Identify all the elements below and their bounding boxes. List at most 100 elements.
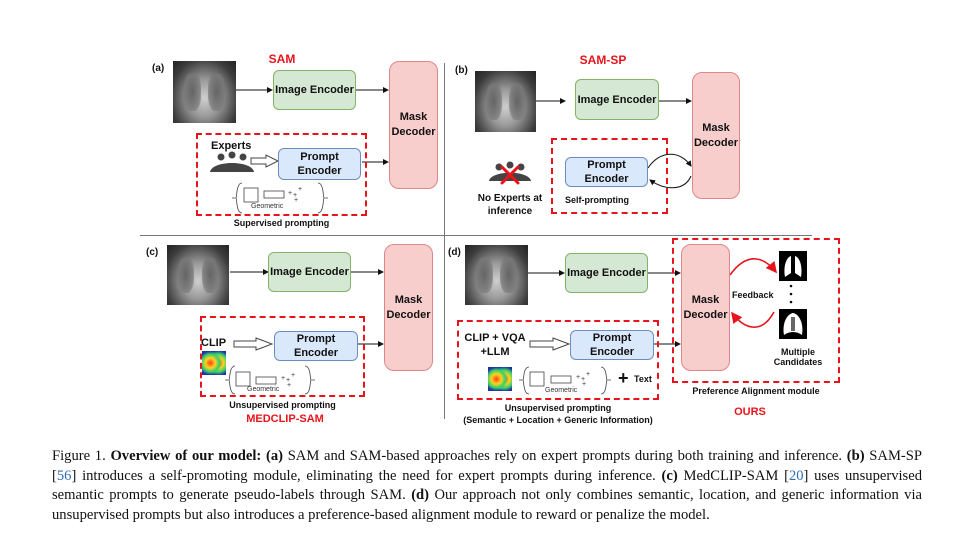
no-experts-line2: inference <box>487 206 533 217</box>
geometric-label-c: Geometric <box>247 386 280 393</box>
geometric-prompt-glyph-d <box>519 366 611 395</box>
experts-label: Experts <box>211 140 252 152</box>
citation-link-56[interactable]: 56 <box>56 467 72 484</box>
plus-text-symbol: + <box>618 368 629 388</box>
caption-d-tag: (d) <box>411 487 430 503</box>
mask-decoder-d-line1: Mask <box>691 293 720 306</box>
mask-decoder-b-line1: Mask <box>702 121 730 134</box>
xray-image-d <box>465 245 528 305</box>
citation-link-20[interactable]: 20 <box>788 467 804 484</box>
candidate-mask-1 <box>779 251 807 281</box>
svg-text:+: + <box>582 381 586 388</box>
prompt-encoder-c-line1: Prompt <box>296 333 336 345</box>
point-prompts-a: ++++ <box>288 186 302 204</box>
unsupervised-prompting-caption-d: Unsupervised prompting(Semantic + Locati… <box>447 402 669 426</box>
mask-decoder-d-line2: Decoder <box>683 308 728 321</box>
svg-text:+: + <box>293 192 297 199</box>
unsupervised-prompting-caption-c: Unsupervised prompting <box>229 400 336 410</box>
clip-vqa-line: CLIP + VQA <box>464 332 526 344</box>
heatmap-image-d <box>488 367 512 391</box>
caption-b-text-2: ] introduces a self-promoting module, el… <box>71 467 656 484</box>
feedback-arrow-out <box>729 258 777 276</box>
prompt-encoder-a-line2: Encoder <box>297 165 342 177</box>
svg-text:+: + <box>298 186 302 193</box>
prompt-encoder-a-line1: Prompt <box>300 151 339 163</box>
xray-image-c <box>167 245 229 305</box>
caption-c-tag: (c) <box>661 467 678 484</box>
panel-a-tag: (a) <box>152 63 165 74</box>
self-prompting-box <box>551 138 668 214</box>
lung-mask-glyph-2 <box>783 313 803 335</box>
candidates-line2: Candidates <box>773 357 823 367</box>
unsupervised-prompting-box-c <box>200 316 365 397</box>
svg-text:+: + <box>287 382 291 389</box>
panel-b-tag: (b) <box>455 65 468 76</box>
svg-text:+: + <box>576 374 580 381</box>
image-encoder-c: Image Encoder <box>268 252 351 292</box>
no-experts-label: No Experts at inference <box>470 192 550 218</box>
feedback-arrow-back <box>731 311 775 328</box>
llm-line: +LLM <box>480 346 510 358</box>
self-prompt-arrow-out <box>647 153 692 169</box>
caption-bold-title: Overview of our model: <box>110 448 262 464</box>
unsupervised-prompting-box-d <box>457 320 659 400</box>
svg-text:+: + <box>291 372 295 379</box>
panel-d-tag: (d) <box>448 247 461 258</box>
self-prompt-arrow-back <box>649 175 692 189</box>
prompt-encoder-d-line2: Encoder <box>589 346 634 358</box>
vertical-divider <box>444 63 445 419</box>
image-encoder-b: Image Encoder <box>575 79 659 120</box>
prompt-encoder-b-line2: Encoder <box>584 173 629 185</box>
ellipsis-dots <box>789 284 793 304</box>
supervised-prompting-caption: Supervised prompting <box>233 218 330 228</box>
panel-c-tag: (c) <box>146 247 159 258</box>
clip-label-c: CLIP <box>201 337 227 349</box>
hollow-arrow-experts-a <box>250 154 280 168</box>
candidate-mask-2 <box>779 309 807 339</box>
candidates-line1: Multiple <box>781 347 815 357</box>
mask-decoder-b-line2: Decoder <box>693 136 739 149</box>
feedback-label: Feedback <box>732 290 774 300</box>
panel-c-title: MEDCLIP-SAM <box>246 413 324 425</box>
supervised-prompting-box <box>196 133 367 216</box>
caption-c-text-2: ] uses unsupervised semantic prompts to … <box>52 467 923 504</box>
xray-image-a <box>173 61 236 123</box>
hollow-arrow-clip-c <box>233 337 274 351</box>
geometric-prompt-glyph-a <box>232 182 328 214</box>
caption-d-line1: Unsupervised prompting <box>504 403 612 413</box>
preference-alignment-caption: Preference Alignment module <box>692 386 820 396</box>
self-prompting-caption: Self-prompting <box>565 195 629 205</box>
svg-text:+: + <box>286 377 290 384</box>
clip-vqa-llm-label: CLIP + VQA +LLM <box>462 331 528 359</box>
mask-decoder-a-line2: Decoder <box>391 126 436 138</box>
caption-a-tag: (a) <box>265 448 283 464</box>
no-experts-line1: No Experts at <box>477 193 543 204</box>
no-experts-icon <box>489 161 531 181</box>
hollow-arrow-clip-vqa-d <box>529 337 571 351</box>
heatmap-image-c <box>202 351 226 375</box>
prompt-encoder-d-line1: Prompt <box>592 332 632 344</box>
caption-b-text-1: SAM-SP [ <box>52 448 923 484</box>
cross-icon <box>500 165 520 185</box>
caption-d-text: Our approach not only combines semantic,… <box>52 487 923 523</box>
svg-text:+: + <box>586 371 590 378</box>
preference-alignment-box <box>672 238 840 383</box>
figure-caption: Figure 1. Overview of our model: (a) SAM… <box>52 447 922 525</box>
geometric-label-d: Geometric <box>545 387 578 394</box>
mask-decoder-a-line1: Mask <box>399 111 428 123</box>
panel-b-title: SAM-SP <box>579 53 627 67</box>
mask-decoder-c-line1: Mask <box>394 293 423 306</box>
image-encoder-a: Image Encoder <box>273 70 356 110</box>
experts-icon <box>210 151 254 172</box>
image-encoder-d: Image Encoder <box>565 253 648 293</box>
point-prompts-c: ++++ <box>281 372 295 389</box>
mask-decoder-c-line2: Decoder <box>386 308 431 321</box>
caption-c-text-1: MedCLIP-SAM [ <box>683 467 789 484</box>
point-prompts-d: ++++ <box>576 371 590 388</box>
horizontal-divider <box>140 235 812 236</box>
